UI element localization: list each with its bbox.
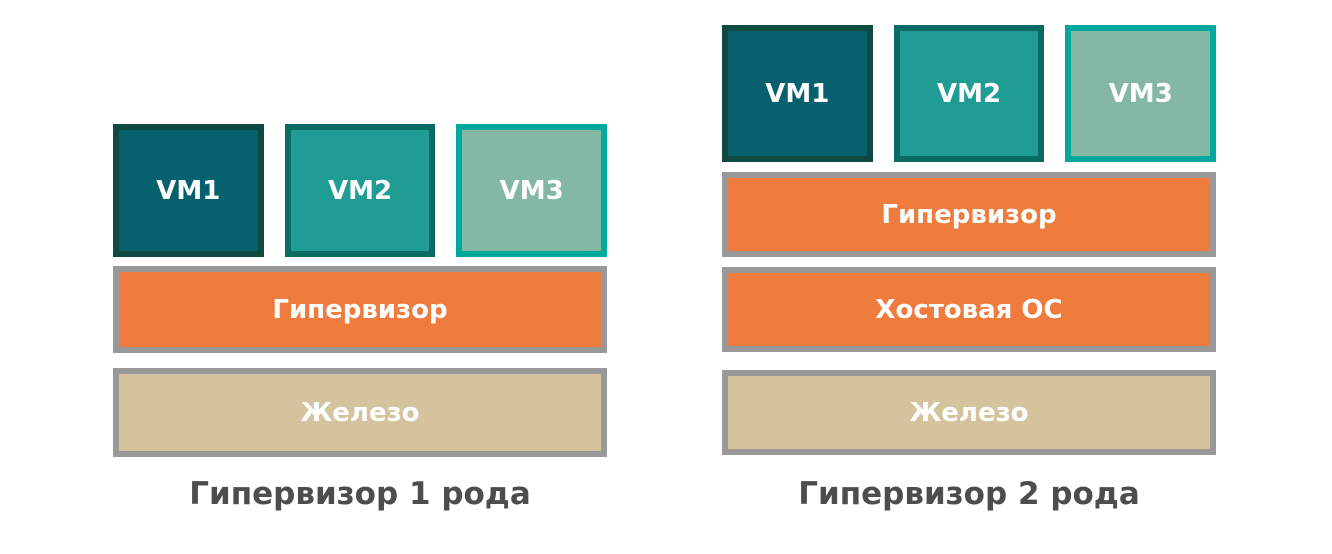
hardware-layer-label: Железо [300,397,420,428]
vm1-box: VM1 [722,25,873,162]
type1-caption: Гипервизор 1 рода [189,476,531,512]
vm3-box: VM3 [456,124,608,257]
hardware-layer: Железо [722,370,1216,455]
vm2-label: VM2 [327,175,393,206]
hypervisor-layer: Гипервизор [113,266,607,353]
hardware-layer: Железо [113,368,607,457]
vm2-box: VM2 [893,25,1045,162]
vm1-label: VM1 [156,175,221,206]
vm3-box: VM3 [1065,25,1217,162]
vm2-label: VM2 [936,78,1002,109]
hypervisor-layer-label: Гипервизор [272,294,448,325]
host-os-layer: Хостовая ОС [722,267,1216,352]
hypervisor-layer: Гипервизор [722,172,1216,257]
vm-row: VM1 VM2 VM3 [113,124,608,257]
type2-hypervisor-diagram: VM1 VM2 VM3 Гипервизор Хостовая ОС Желез… [722,0,1217,554]
vm3-label: VM3 [1108,78,1173,109]
vm1-label: VM1 [765,78,830,109]
vm1-box: VM1 [113,124,264,257]
type1-hypervisor-diagram: VM1 VM2 VM3 Гипервизор Железо Гипервизор… [113,0,608,554]
hardware-layer-label: Железо [909,397,1029,428]
host-os-layer-label: Хостовая ОС [875,294,1063,325]
vm2-box: VM2 [284,124,436,257]
type2-caption: Гипервизор 2 рода [798,476,1140,512]
vm-row: VM1 VM2 VM3 [722,25,1217,162]
hypervisor-layer-label: Гипервизор [881,199,1057,230]
vm3-label: VM3 [499,175,564,206]
